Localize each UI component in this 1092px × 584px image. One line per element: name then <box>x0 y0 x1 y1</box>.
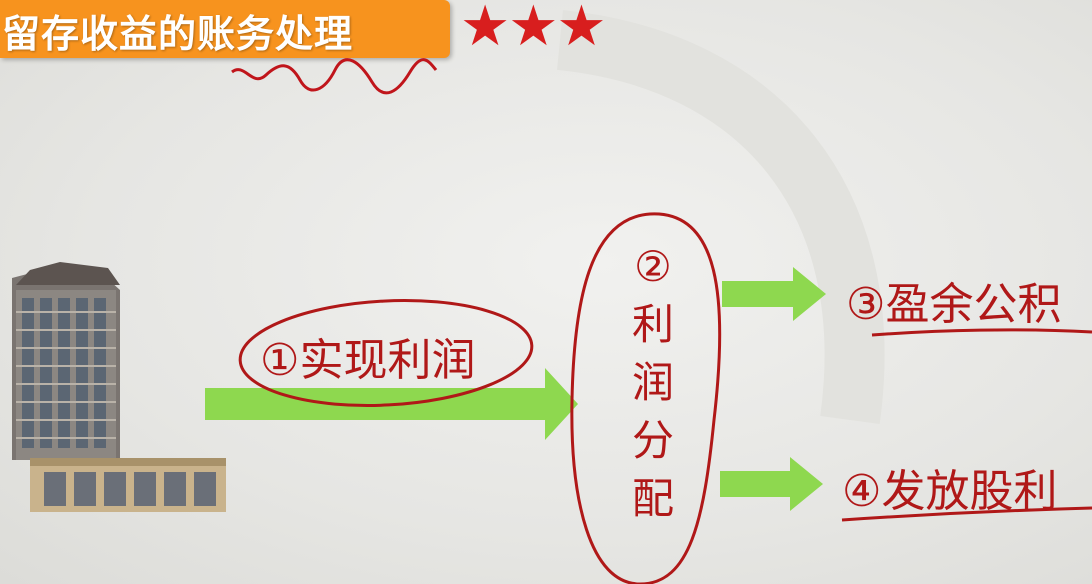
step4-label: ④发放股利 <box>842 466 1058 517</box>
step2-char-2: 润 <box>631 358 674 407</box>
step2-number: ② <box>634 242 672 291</box>
step3-underline <box>871 328 1092 337</box>
step4-underline <box>841 506 1092 522</box>
step2-char-3: 分 <box>631 416 674 465</box>
arrow-to-step3 <box>722 267 826 321</box>
page-title: 留存收益的账务处理 <box>2 12 354 56</box>
step2-char-1: 利 <box>631 300 674 349</box>
step1-label: ①实现利润 <box>260 335 476 386</box>
importance-stars: ★★★ <box>460 0 607 59</box>
step2-oval <box>570 212 722 584</box>
arrow-to-step4 <box>720 457 823 511</box>
step2-label: ② 利 润 分 配 <box>628 238 678 528</box>
step1-circle <box>238 299 534 407</box>
step2-char-4: 配 <box>631 474 674 523</box>
title-banner: 留存收益的账务处理 <box>0 0 450 58</box>
title-squiggle <box>231 58 438 95</box>
step3-label: ③盈余公积 <box>846 279 1062 330</box>
